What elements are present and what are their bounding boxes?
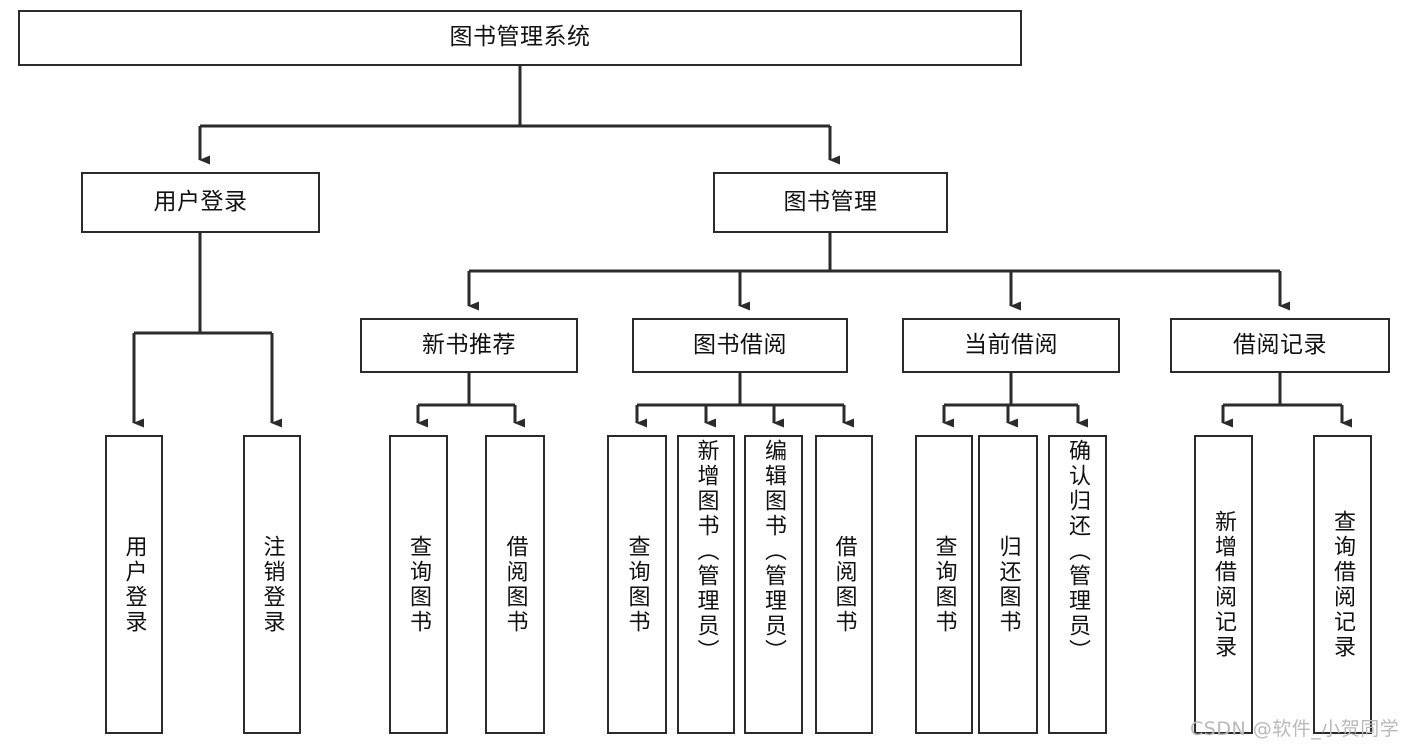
leaf-query-book-current[interactable]: 查询图书: [915, 435, 973, 734]
leaf-confirm-return-admin[interactable]: 确认归还（管理员）: [1048, 435, 1107, 734]
node-label: 确认归还（管理员）: [1065, 439, 1091, 664]
leaf-borrow-book-recommend[interactable]: 借阅图书: [485, 435, 545, 734]
node-current-borrow[interactable]: 当前借阅: [902, 318, 1120, 373]
node-root-system[interactable]: 图书管理系统: [18, 10, 1022, 66]
node-label: 注销登录: [259, 534, 285, 635]
node-label: 借阅记录: [1233, 331, 1327, 358]
node-label: 图书借阅: [693, 331, 787, 358]
leaf-return-book[interactable]: 归还图书: [978, 435, 1038, 734]
node-new-book-recommend[interactable]: 新书推荐: [360, 318, 578, 373]
leaf-borrow-book[interactable]: 借阅图书: [815, 435, 873, 734]
leaf-add-borrow-record[interactable]: 新增借阅记录: [1194, 435, 1253, 734]
leaf-user-login[interactable]: 用户登录: [105, 435, 163, 734]
node-label: 用户登录: [153, 188, 248, 215]
node-label: 借阅图书: [502, 534, 528, 635]
node-label: 图书管理: [783, 188, 878, 215]
leaf-edit-book-admin[interactable]: 编辑图书（管理员）: [744, 435, 803, 734]
node-label: 查询借阅记录: [1330, 509, 1356, 660]
node-label: 用户登录: [121, 534, 147, 635]
node-label: 查询图书: [406, 534, 432, 635]
node-book-management[interactable]: 图书管理: [713, 172, 948, 233]
leaf-query-book-recommend[interactable]: 查询图书: [389, 435, 448, 734]
node-label: 新书推荐: [422, 331, 516, 358]
node-label: 当前借阅: [964, 331, 1058, 358]
node-book-borrow[interactable]: 图书借阅: [632, 318, 848, 373]
node-borrow-record[interactable]: 借阅记录: [1170, 318, 1390, 373]
node-label: 归还图书: [995, 534, 1021, 635]
node-label: 编辑图书（管理员）: [761, 439, 787, 664]
leaf-query-borrow-record[interactable]: 查询借阅记录: [1313, 435, 1372, 734]
node-label: 借阅图书: [831, 534, 857, 635]
node-user-login[interactable]: 用户登录: [81, 172, 320, 233]
node-label: 查询图书: [931, 534, 957, 635]
leaf-logout[interactable]: 注销登录: [243, 435, 301, 734]
leaf-query-book-borrow[interactable]: 查询图书: [607, 435, 667, 734]
node-label: 新增借阅记录: [1211, 509, 1237, 660]
node-label: 查询图书: [624, 534, 650, 635]
node-label: 图书管理系统: [449, 24, 591, 51]
node-label: 新增图书（管理员）: [693, 439, 719, 664]
leaf-add-book-admin[interactable]: 新增图书（管理员）: [677, 435, 735, 734]
watermark-text: CSDN @软件_小贺同学: [1190, 718, 1400, 740]
